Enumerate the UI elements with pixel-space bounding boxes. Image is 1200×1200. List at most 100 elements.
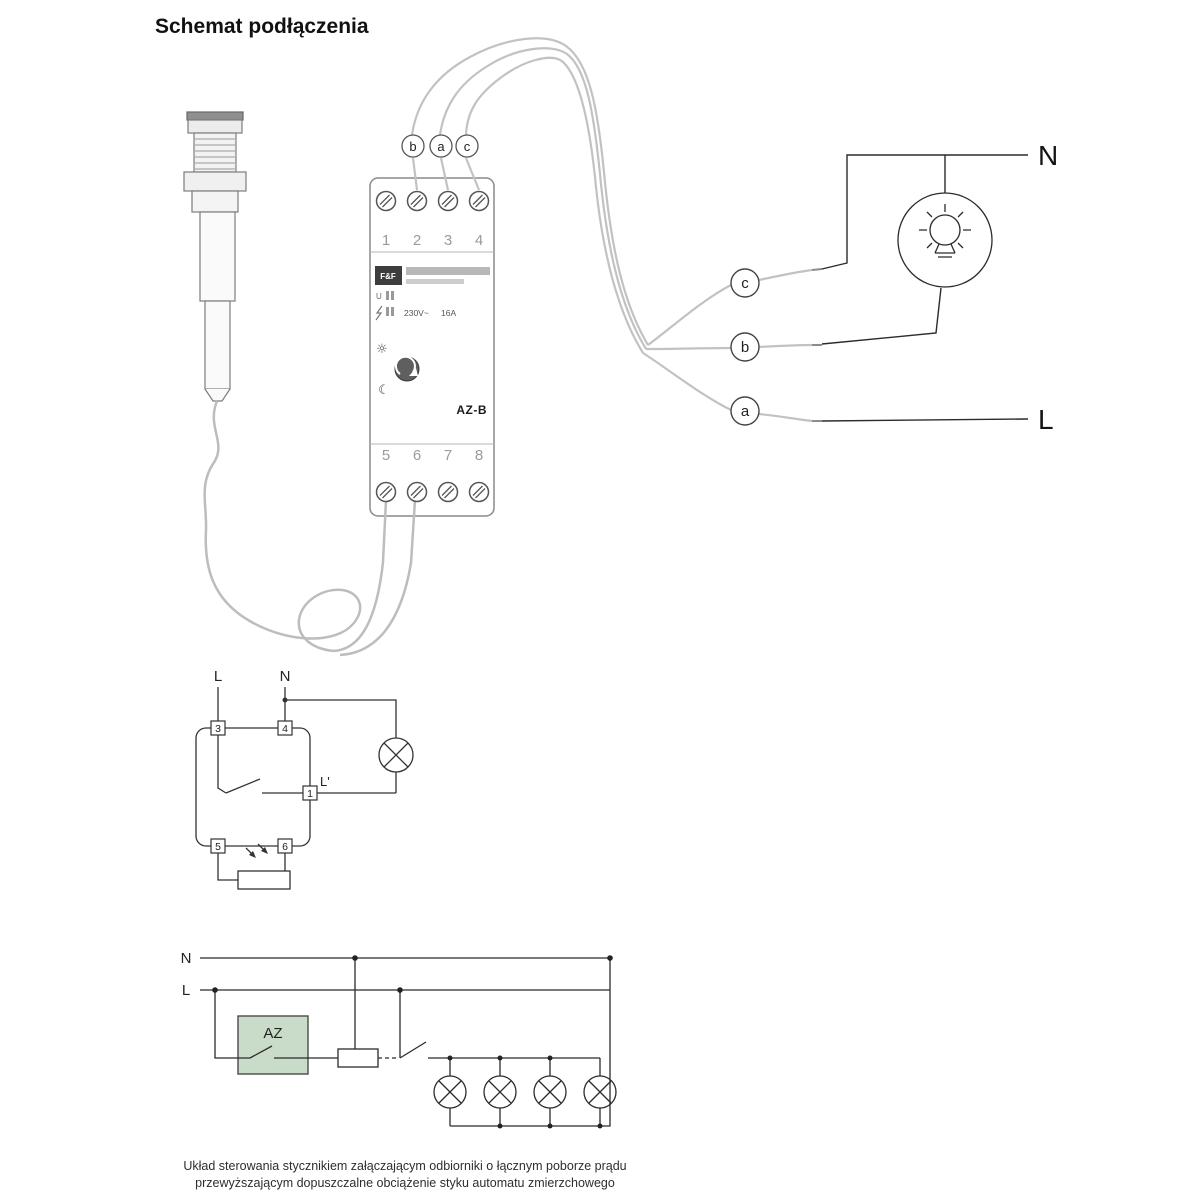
probe-nut (183, 171, 247, 192)
terminal-box-5 (210, 838, 226, 854)
probe-collar (191, 190, 239, 213)
probe-body (199, 211, 236, 302)
lamp-cross (488, 1080, 512, 1104)
bulb-glass (929, 214, 961, 246)
bulb-symbol (897, 192, 993, 288)
led-bar (386, 291, 389, 300)
terminal-4: 4 (282, 723, 288, 735)
lamp-cross (588, 1080, 612, 1104)
wire-label-c: c (464, 139, 471, 154)
knob-arrow (395, 355, 416, 375)
sensor-cable (203, 400, 417, 657)
page-title: Schemat podłączenia (155, 15, 369, 38)
line-label: L (1038, 404, 1054, 435)
terminal-box-4 (277, 720, 293, 736)
module-dividers (370, 251, 494, 445)
screw-icon (406, 190, 428, 212)
wire-label-a: a (437, 139, 445, 154)
wire-label-circle (429, 134, 453, 158)
az-device-box (237, 1015, 309, 1075)
photoresistor-icon (237, 870, 291, 890)
rating-current: 16A (441, 308, 456, 318)
wire-labels-top: b a c (401, 134, 479, 158)
din-module: 1 2 3 4 F&F U 230V~ 16A ☼ ☾ AZ-B 5 6 7 8 (369, 177, 495, 517)
screw-icon (437, 481, 459, 503)
light-arrowhead (249, 851, 256, 858)
screw-icon (375, 481, 397, 503)
contactor-line-label: L (182, 982, 190, 999)
az-feed (214, 990, 250, 1059)
wire-labels-right: c b a (730, 268, 760, 426)
wire-label-b: b (741, 339, 749, 356)
line-out-label: L' (320, 774, 330, 789)
caption-line-1: Układ sterowania stycznikiem załączający… (183, 1159, 626, 1173)
lamp-branch (285, 699, 397, 738)
main-contact-arm (399, 1041, 427, 1059)
schematic-neutral-label: N (280, 668, 291, 685)
label-bar (406, 267, 490, 275)
moon-icon: ☾ (378, 383, 390, 398)
lamp-cross (438, 1080, 462, 1104)
label-bar (406, 279, 464, 284)
bulb-outline (897, 192, 993, 288)
rating-voltage: 230V~ (404, 308, 429, 318)
terminal-number: 6 (413, 447, 421, 464)
wire-label-a: a (741, 403, 750, 420)
led-bar (391, 307, 394, 316)
wire-label-c: c (741, 275, 749, 292)
lamp-leads-bottom (449, 1108, 601, 1126)
terminal-3: 3 (215, 723, 221, 735)
light-sensor-probe (183, 111, 247, 402)
indicator-u-label: U (376, 292, 382, 301)
screw-icon (468, 190, 490, 212)
terminal-box-6 (277, 838, 293, 854)
terminal-number: 2 (413, 232, 421, 249)
terminal-number: 7 (444, 447, 452, 464)
probe-thread-hatch (195, 138, 235, 170)
device-outline (195, 727, 311, 847)
sensor-lead-5 (217, 853, 238, 881)
line-lead (217, 687, 227, 794)
wire-label-circle (730, 268, 760, 298)
switched-output (262, 772, 397, 794)
ff-logo-text: F&F (380, 272, 396, 281)
led-bar (391, 291, 394, 300)
terminal-number: 5 (382, 447, 390, 464)
wire-c-to-neutral (821, 154, 1028, 270)
wire-a-to-line (821, 418, 1029, 422)
screw-icon (437, 190, 459, 212)
wire-tips (811, 268, 823, 422)
terminal-number: 1 (382, 232, 390, 249)
mains-wiring (821, 154, 1029, 422)
screw-icon (375, 190, 397, 212)
bulb-base (934, 243, 956, 258)
wire-label-circle (401, 134, 425, 158)
lamp-leads-top (449, 1058, 601, 1076)
wire-label-b: b (409, 139, 416, 154)
terminal-box-3 (210, 720, 226, 736)
lightning-icon (375, 305, 383, 321)
sun-icon: ☼ (376, 342, 388, 357)
contactor-coil (337, 1048, 379, 1068)
junction-dots (212, 955, 613, 1129)
az-contact-arm (249, 1045, 273, 1059)
caption-line-2: przewyższającym dopuszczalne obciążenie … (195, 1176, 615, 1190)
junction-dot (282, 697, 288, 703)
wire-label-circle (455, 134, 479, 158)
wire-b-to-lamp (821, 287, 942, 345)
relay-contact-arm (225, 778, 261, 794)
output-cable-bundle (410, 37, 813, 423)
terminal-screws (375, 190, 490, 503)
schematic-line-label: L (214, 668, 222, 685)
terminal-1: 1 (307, 788, 313, 800)
probe-tube (204, 300, 231, 390)
probe-tip (204, 388, 231, 402)
probe-cap-top (186, 111, 244, 121)
knob-arrowhead (409, 368, 418, 376)
bulb-rays (919, 204, 971, 249)
terminal-number: 4 (475, 232, 483, 249)
lamp-cross (538, 1080, 562, 1104)
contactor-diagram: N L AZ (181, 950, 617, 1129)
